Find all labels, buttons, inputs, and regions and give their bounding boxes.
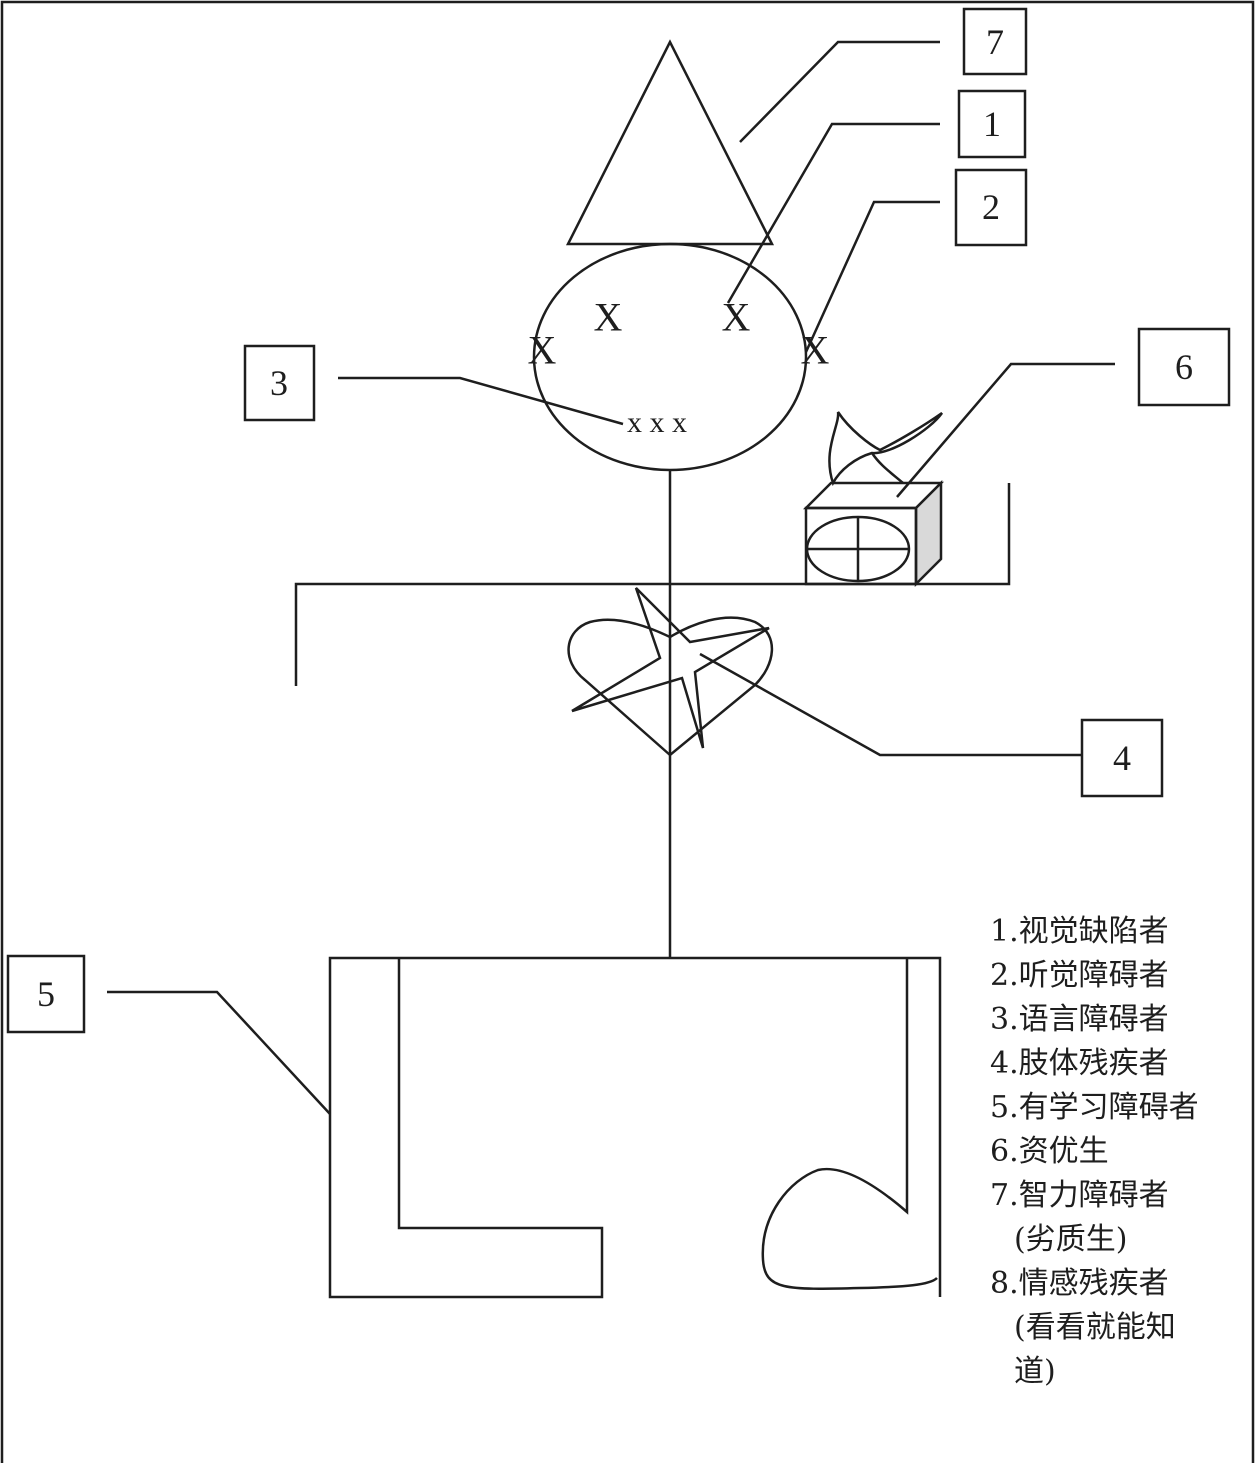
callout-6-label: 6 xyxy=(1175,347,1193,387)
callout-2-label: 2 xyxy=(982,187,1000,227)
leader-line-2 xyxy=(804,200,940,353)
right-eye-mark: X xyxy=(722,295,751,340)
legend-item-7-note: (劣质生) xyxy=(1014,1222,1128,1257)
callout-2: 2 xyxy=(954,168,1028,247)
box-side xyxy=(914,479,943,588)
mouth-mark: x x x xyxy=(627,406,687,439)
legend-item-4: 4.肢体残疾者 xyxy=(990,1046,1169,1081)
leader-line-6 xyxy=(896,362,1115,498)
lower-body-outline xyxy=(328,956,669,1299)
callout-6: 6 xyxy=(1137,327,1231,407)
legend-item-8-note-cont: 道) xyxy=(1014,1354,1056,1389)
callout-7: 7 xyxy=(962,7,1028,76)
broken-star xyxy=(571,587,770,749)
leader-line-5 xyxy=(107,990,331,1115)
callout-4-label: 4 xyxy=(1113,738,1131,778)
leader-line-3 xyxy=(338,376,624,426)
leader-line-7 xyxy=(739,40,940,143)
left-eye-mark: X xyxy=(594,295,623,340)
leader-line-1 xyxy=(726,122,940,304)
left-ear-mark: X xyxy=(528,328,557,373)
legend-item-1: 1.视觉缺陷者 xyxy=(990,914,1169,949)
lower-body-right-edge xyxy=(669,956,942,1297)
antenna-dish xyxy=(828,411,944,487)
callout-1: 1 xyxy=(957,89,1027,159)
callout-1-label: 1 xyxy=(983,104,1001,144)
hat-triangle xyxy=(565,39,775,246)
antenna-stem xyxy=(870,452,904,484)
callout-5-label: 5 xyxy=(37,974,55,1014)
callout-3-label: 3 xyxy=(270,363,288,403)
foot-curve xyxy=(761,958,938,1290)
legend: 1.视觉缺陷者 2.听觉障碍者 3.语言障碍者 4.肢体残疾者 5.有学习障碍者… xyxy=(990,910,1230,1394)
legend-item-7: 7.智力障碍者 xyxy=(990,1178,1169,1213)
leader-line-4 xyxy=(699,652,1082,757)
arms-bar xyxy=(294,483,1011,686)
legend-item-6: 6.资优生 xyxy=(990,1134,1109,1169)
legend-item-3: 3.语言障碍者 xyxy=(990,1002,1169,1037)
legend-item-2: 2.听觉障碍者 xyxy=(990,958,1169,993)
legend-item-8: 8.情感残疾者 xyxy=(990,1266,1169,1301)
heart-shape xyxy=(567,616,774,757)
callout-5: 5 xyxy=(6,954,86,1034)
legend-item-8-note: (看看就能知 xyxy=(1014,1310,1176,1345)
callout-7-label: 7 xyxy=(986,22,1004,62)
callout-4: 4 xyxy=(1080,718,1164,798)
legend-item-5: 5.有学习障碍者 xyxy=(990,1090,1199,1125)
callout-3: 3 xyxy=(243,344,316,422)
